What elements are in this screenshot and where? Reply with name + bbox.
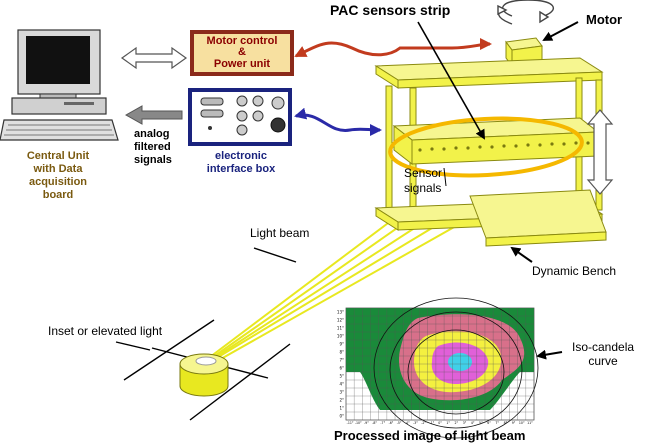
- analog-line-2: filtered: [134, 141, 171, 153]
- iso-pointer-arrow: [536, 349, 563, 360]
- sensor-line-1: Sensor: [404, 166, 443, 180]
- iso-line-2: curve: [588, 354, 618, 368]
- interface-line-2: interface box: [206, 163, 276, 175]
- iso-x-tick-label: 11°: [527, 421, 533, 425]
- dynamic-bench: [374, 37, 607, 247]
- iso-x-tick-label: 9°: [512, 421, 516, 425]
- central-unit-label: Central Unit with Data acquisition board: [10, 150, 106, 202]
- iso-y-tick-label: 2°: [339, 398, 344, 403]
- iso-x-tick-label: 7°: [495, 421, 499, 425]
- iso-candela-plot: 13°12°11°10°9°8°7°6°5°4°3°2°1°0° -11°-10…: [337, 297, 539, 439]
- inset-light-icon: [179, 353, 229, 397]
- motor-pointer-arrow: [542, 21, 579, 41]
- pac-pointer-arrow: [417, 21, 485, 140]
- interface-line-1: electronic: [215, 150, 267, 162]
- iso-x-tick-label: 3°: [463, 421, 467, 425]
- light-beam-line: [253, 247, 297, 263]
- motor-control-label-3: Power unit: [213, 58, 271, 70]
- vertical-motion-arrow-icon: [586, 109, 614, 195]
- iso-x-tick-label: 2°: [455, 421, 459, 425]
- double-arrow-computer-motor: [120, 46, 188, 70]
- iso-x-tick-label: -6°: [389, 421, 394, 425]
- sensor-signals-label: Sensor signals: [404, 166, 442, 196]
- iso-y-tick-label: 10°: [337, 334, 344, 339]
- iso-y-tick-label: 1°: [339, 406, 344, 411]
- analog-line-1: analog: [134, 128, 170, 140]
- iso-candela-label: Iso-candela curve: [572, 340, 634, 368]
- sensor-line-2: signals: [404, 181, 442, 195]
- central-line-1: Central Unit: [26, 150, 90, 162]
- dynamic-bench-label: Dynamic Bench: [532, 264, 617, 278]
- motor-control-label-1: Motor control: [206, 35, 278, 47]
- iso-x-tick-label: 0°: [438, 421, 442, 425]
- interface-box-label: electronic interface box: [196, 150, 286, 176]
- iso-x-tick-label: -8°: [372, 421, 377, 425]
- iso-y-tick-label: 8°: [339, 350, 344, 355]
- iso-y-tick-label: 3°: [339, 390, 344, 395]
- iso-x-tick-label: -9°: [364, 421, 369, 425]
- inset-light-label: Inset or elevated light: [48, 324, 163, 338]
- iso-line-1: Iso-candela: [572, 340, 635, 354]
- motor-control-label-2: &: [238, 46, 246, 58]
- iso-x-tick-label: 10°: [519, 421, 525, 425]
- rotation-arrow-icon: [497, 0, 555, 25]
- iso-x-tick-label: 6°: [487, 421, 491, 425]
- iso-x-tick-label: -1°: [429, 421, 434, 425]
- iso-x-tick-label: -5°: [397, 421, 402, 425]
- motor-control-arrow: [294, 38, 492, 58]
- iso-x-tick-label: 8°: [504, 421, 508, 425]
- iso-x-tick-label: -11°: [347, 421, 354, 425]
- central-line-3: acquisition: [28, 176, 88, 188]
- iso-x-tick-label: -10°: [355, 421, 362, 425]
- bench-pointer-arrow: [510, 246, 533, 263]
- computer-icon: [0, 29, 119, 141]
- iso-y-tick-label: 13°: [337, 310, 344, 315]
- iso-x-tick-label: 4°: [471, 421, 475, 425]
- electronic-interface-box: [188, 88, 292, 146]
- iso-x-tick-label: 5°: [479, 421, 483, 425]
- analog-line-3: signals: [134, 154, 172, 166]
- processed-image-caption: Processed image of light beam: [334, 428, 526, 443]
- iso-x-tick-label: 1°: [446, 421, 450, 425]
- iso-y-tick-label: 0°: [339, 414, 344, 419]
- analog-signals-label: analog filtered signals: [134, 128, 172, 167]
- iso-x-tick-label: -3°: [413, 421, 418, 425]
- motor-control-box: Motor control & Power unit: [190, 30, 294, 76]
- iso-y-tick-label: 11°: [337, 326, 344, 331]
- sensor-signals-line: [443, 167, 447, 187]
- iso-x-tick-label: -7°: [380, 421, 385, 425]
- central-line-4: board: [42, 189, 74, 201]
- interface-sensor-arrow: [294, 107, 382, 136]
- sensor-highlight-ellipse: [388, 116, 584, 178]
- iso-y-tick-label: 9°: [339, 342, 344, 347]
- pac-sensors-strip-label: PAC sensors strip: [330, 2, 451, 18]
- iso-x-tick-label: -2°: [421, 421, 426, 425]
- iso-y-tick-label: 6°: [339, 366, 344, 371]
- iso-y-tick-label: 7°: [339, 358, 344, 363]
- iso-y-tick-label: 4°: [339, 382, 344, 387]
- iso-y-tick-label: 5°: [339, 374, 344, 379]
- iso-y-tick-label: 12°: [337, 318, 344, 323]
- arrow-interface-to-computer: [124, 105, 183, 125]
- central-line-2: with Data: [33, 163, 83, 175]
- light-beams: [205, 204, 457, 365]
- sensor-dots: [418, 141, 590, 152]
- light-beam-label: Light beam: [250, 226, 310, 240]
- motor-label: Motor: [586, 12, 623, 27]
- interface-box-connectors: [200, 95, 286, 136]
- iso-x-tick-label: -4°: [405, 421, 410, 425]
